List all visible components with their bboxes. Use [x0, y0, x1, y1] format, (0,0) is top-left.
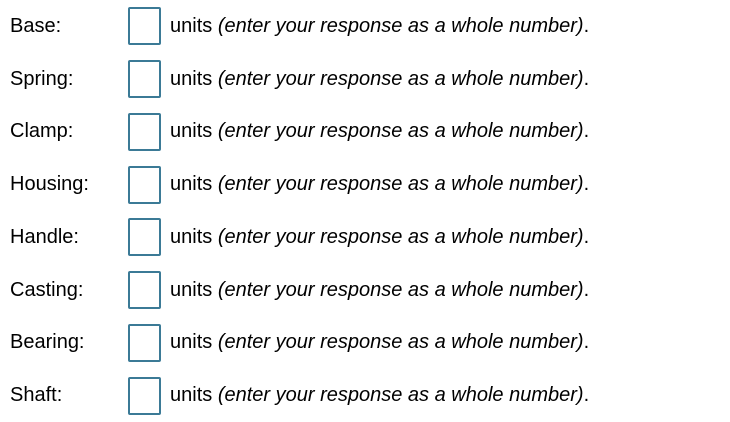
hint-text: (enter your response as a whole number)	[217, 14, 584, 37]
units-label: units	[170, 67, 213, 90]
sentence-period: .	[583, 173, 590, 196]
units-input-spring[interactable]	[128, 60, 161, 99]
units-label: units	[170, 384, 213, 407]
units-and-hint: units (enter your response as a whole nu…	[170, 173, 589, 196]
form-row-clamp: Clamp: units (enter your response as a w…	[10, 106, 730, 159]
form-row-base: Base: units (enter your response as a wh…	[10, 0, 730, 53]
units-and-hint: units (enter your response as a whole nu…	[170, 68, 589, 91]
part-label: Spring:	[10, 67, 74, 90]
units-label: units	[170, 331, 213, 354]
sentence-period: .	[583, 278, 590, 301]
units-input-clamp[interactable]	[128, 112, 161, 151]
units-label: units	[170, 225, 213, 248]
sentence-period: .	[583, 67, 590, 90]
form-row-casting: Casting: units (enter your response as a…	[10, 264, 730, 317]
units-label: units	[170, 173, 213, 196]
units-input-casting[interactable]	[128, 271, 161, 310]
part-label: Bearing:	[10, 331, 85, 354]
part-label: Housing:	[10, 173, 89, 196]
form-row-handle: Handle: units (enter your response as a …	[10, 211, 730, 264]
part-label: Shaft:	[10, 384, 63, 407]
hint-text: (enter your response as a whole number)	[217, 173, 584, 196]
units-label: units	[170, 14, 213, 37]
form-row-spring: Spring: units (enter your response as a …	[10, 53, 730, 106]
units-input-base[interactable]	[128, 7, 161, 46]
units-input-bearing[interactable]	[128, 323, 161, 362]
units-and-hint: units (enter your response as a whole nu…	[170, 384, 589, 407]
units-and-hint: units (enter your response as a whole nu…	[170, 331, 589, 354]
hint-text: (enter your response as a whole number)	[217, 120, 584, 143]
sentence-period: .	[583, 120, 590, 143]
form-row-housing: Housing: units (enter your response as a…	[10, 158, 730, 211]
units-input-housing[interactable]	[128, 165, 161, 204]
hint-text: (enter your response as a whole number)	[217, 278, 584, 301]
units-and-hint: units (enter your response as a whole nu…	[170, 15, 589, 38]
form-row-bearing: Bearing: units (enter your response as a…	[10, 317, 730, 370]
units-input-handle[interactable]	[128, 218, 161, 257]
part-label: Casting:	[10, 278, 84, 301]
hint-text: (enter your response as a whole number)	[217, 67, 584, 90]
hint-text: (enter your response as a whole number)	[217, 225, 584, 248]
sentence-period: .	[583, 14, 590, 37]
hint-text: (enter your response as a whole number)	[217, 331, 584, 354]
units-and-hint: units (enter your response as a whole nu…	[170, 120, 589, 143]
units-label: units	[170, 278, 213, 301]
sentence-period: .	[583, 225, 590, 248]
units-and-hint: units (enter your response as a whole nu…	[170, 279, 589, 302]
part-label: Base:	[10, 14, 62, 37]
sentence-period: .	[583, 384, 590, 407]
sentence-period: .	[583, 331, 590, 354]
units-label: units	[170, 120, 213, 143]
form-row-shaft: Shaft: units (enter your response as a w…	[10, 369, 730, 422]
hint-text: (enter your response as a whole number)	[217, 384, 584, 407]
part-label: Handle:	[10, 225, 79, 248]
units-input-shaft[interactable]	[128, 376, 161, 415]
units-and-hint: units (enter your response as a whole nu…	[170, 226, 589, 249]
part-label: Clamp:	[10, 120, 74, 143]
